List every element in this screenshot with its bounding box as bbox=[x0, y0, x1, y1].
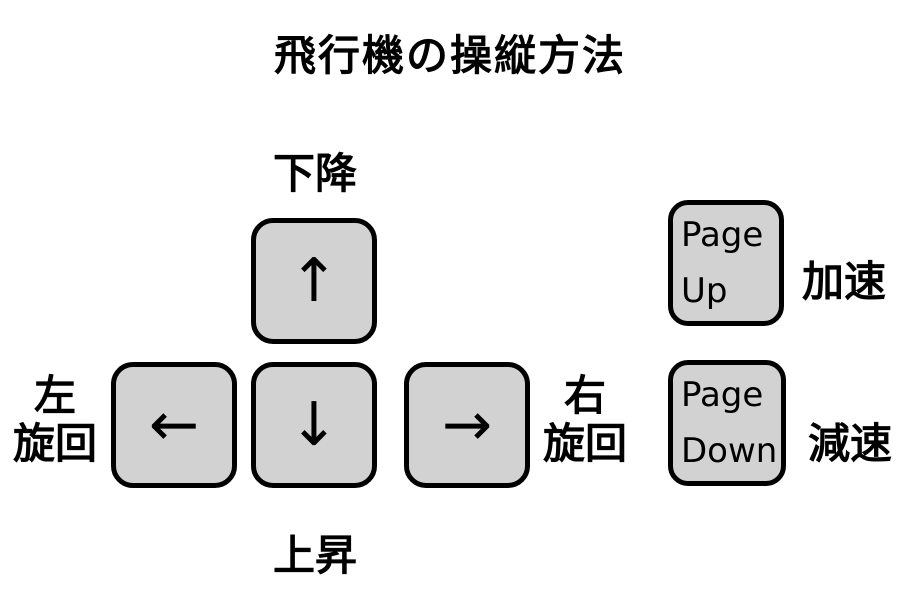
page-up-key-line2: Up bbox=[681, 271, 728, 311]
label-turn-right: 右 旋回 bbox=[530, 372, 640, 468]
label-ascend: 上昇 bbox=[272, 531, 357, 580]
label-turn-left: 左 旋回 bbox=[0, 372, 110, 468]
page-up-key-line1: Page bbox=[681, 215, 764, 255]
up-arrow-key[interactable]: ↑ bbox=[251, 218, 377, 344]
label-turn-left-line1: 左 bbox=[33, 371, 76, 420]
label-turn-right-line2: 旋回 bbox=[542, 419, 627, 468]
right-arrow-key[interactable]: → bbox=[404, 362, 530, 488]
down-arrow-icon: ↓ bbox=[288, 390, 340, 460]
left-arrow-icon: ← bbox=[148, 390, 200, 460]
right-arrow-icon: → bbox=[441, 390, 493, 460]
label-decelerate: 減速 bbox=[807, 419, 892, 468]
page-up-key[interactable]: Page Up bbox=[668, 200, 784, 326]
page-down-key-line2: Down bbox=[681, 431, 778, 471]
diagram-title: 飛行機の操縦方法 bbox=[273, 31, 626, 80]
label-accelerate: 加速 bbox=[801, 257, 886, 306]
label-turn-left-line2: 旋回 bbox=[12, 419, 97, 468]
label-descend: 下降 bbox=[272, 149, 357, 198]
left-arrow-key[interactable]: ← bbox=[111, 362, 237, 488]
page-down-key[interactable]: Page Down bbox=[668, 360, 786, 486]
page-down-key-line1: Page bbox=[681, 375, 764, 415]
down-arrow-key[interactable]: ↓ bbox=[251, 362, 377, 488]
label-turn-right-line1: 右 bbox=[563, 371, 606, 420]
up-arrow-icon: ↑ bbox=[288, 246, 340, 316]
